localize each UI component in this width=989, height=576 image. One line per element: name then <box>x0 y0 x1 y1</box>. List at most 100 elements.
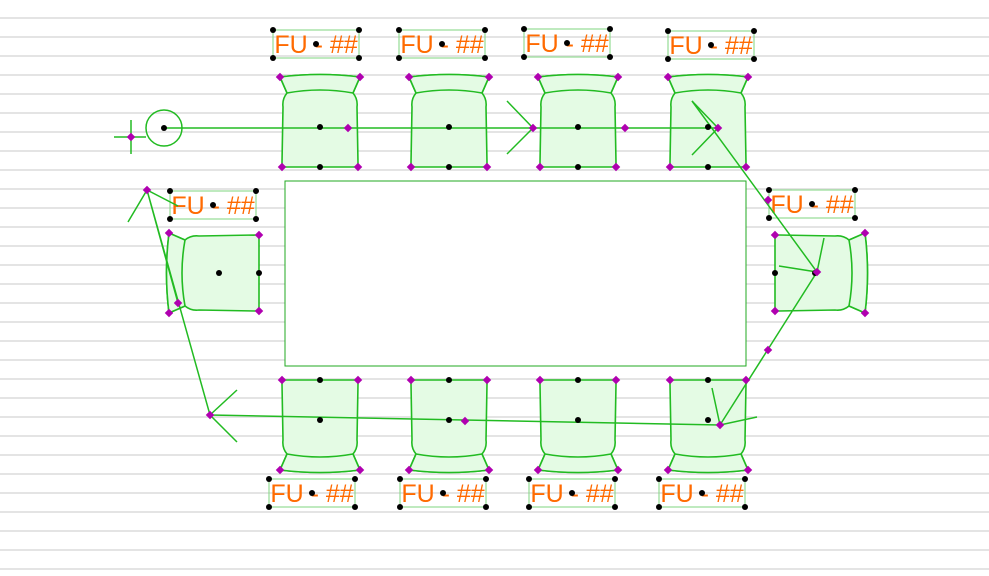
node-point[interactable] <box>216 270 222 276</box>
node-point[interactable] <box>256 270 262 276</box>
node-point[interactable] <box>705 164 711 170</box>
table[interactable] <box>284 180 747 367</box>
hotspot[interactable] <box>343 123 353 133</box>
node-point[interactable] <box>483 504 489 510</box>
hotspot[interactable] <box>763 345 773 355</box>
hotspot[interactable] <box>715 420 725 430</box>
hotspot[interactable] <box>482 162 492 172</box>
hotspot[interactable] <box>205 410 215 420</box>
chair[interactable] <box>774 231 869 315</box>
node-point[interactable] <box>317 377 323 383</box>
node-point[interactable] <box>699 490 705 496</box>
hotspot[interactable] <box>126 132 136 142</box>
fixture-label[interactable]: FU - ## <box>399 478 487 508</box>
hotspot[interactable] <box>353 375 363 385</box>
node-point[interactable] <box>161 125 167 131</box>
node-point[interactable] <box>397 476 403 482</box>
hotspot[interactable] <box>404 465 414 475</box>
node-point[interactable] <box>852 215 858 221</box>
chair[interactable] <box>278 73 362 168</box>
node-point[interactable] <box>751 56 757 62</box>
node-point[interactable] <box>521 26 527 32</box>
node-point[interactable] <box>482 27 488 33</box>
hotspot[interactable] <box>254 306 264 316</box>
node-point[interactable] <box>569 490 575 496</box>
node-point[interactable] <box>356 27 362 33</box>
node-point[interactable] <box>440 490 446 496</box>
chair[interactable] <box>536 379 620 474</box>
node-point[interactable] <box>266 504 272 510</box>
node-point[interactable] <box>446 417 452 423</box>
node-point[interactable] <box>751 28 757 34</box>
node-point[interactable] <box>705 417 711 423</box>
hotspot[interactable] <box>142 185 152 195</box>
hotspot[interactable] <box>484 465 494 475</box>
node-point[interactable] <box>607 54 613 60</box>
node-point[interactable] <box>253 188 259 194</box>
node-point[interactable] <box>313 41 319 47</box>
hotspot[interactable] <box>484 72 494 82</box>
hotspot[interactable] <box>460 416 470 426</box>
node-point[interactable] <box>270 27 276 33</box>
node-point[interactable] <box>766 215 772 221</box>
node-point[interactable] <box>705 124 711 130</box>
hotspot[interactable] <box>355 72 365 82</box>
chair[interactable] <box>165 231 260 315</box>
node-point[interactable] <box>705 377 711 383</box>
chair[interactable] <box>278 379 362 474</box>
hotspot[interactable] <box>404 72 414 82</box>
node-point[interactable] <box>446 377 452 383</box>
node-point[interactable] <box>266 476 272 482</box>
node-point[interactable] <box>575 164 581 170</box>
node-point[interactable] <box>356 55 362 61</box>
node-point[interactable] <box>526 504 532 510</box>
node-point[interactable] <box>526 476 532 482</box>
hotspot[interactable] <box>812 267 822 277</box>
node-point[interactable] <box>564 40 570 46</box>
node-point[interactable] <box>772 270 778 276</box>
node-point[interactable] <box>575 377 581 383</box>
node-point[interactable] <box>167 188 173 194</box>
hotspot[interactable] <box>535 375 545 385</box>
hotspot[interactable] <box>406 375 416 385</box>
hotspot[interactable] <box>663 465 673 475</box>
chair[interactable] <box>536 73 620 168</box>
hotspot[interactable] <box>665 375 675 385</box>
node-point[interactable] <box>809 201 815 207</box>
hotspot[interactable] <box>254 230 264 240</box>
node-point[interactable] <box>656 476 662 482</box>
node-point[interactable] <box>766 187 772 193</box>
hotspot[interactable] <box>277 162 287 172</box>
node-point[interactable] <box>210 202 216 208</box>
node-point[interactable] <box>483 476 489 482</box>
hotspot[interactable] <box>533 465 543 475</box>
node-point[interactable] <box>317 124 323 130</box>
node-point[interactable] <box>317 417 323 423</box>
hotspot[interactable] <box>173 298 183 308</box>
node-point[interactable] <box>521 54 527 60</box>
node-point[interactable] <box>396 27 402 33</box>
node-point[interactable] <box>397 504 403 510</box>
node-point[interactable] <box>607 26 613 32</box>
node-point[interactable] <box>482 55 488 61</box>
hotspot[interactable] <box>770 306 780 316</box>
node-point[interactable] <box>253 216 259 222</box>
hotspot[interactable] <box>164 308 174 318</box>
node-point[interactable] <box>575 124 581 130</box>
node-point[interactable] <box>309 490 315 496</box>
node-point[interactable] <box>612 504 618 510</box>
hotspot[interactable] <box>353 162 363 172</box>
hotspot[interactable] <box>620 123 630 133</box>
node-point[interactable] <box>852 187 858 193</box>
node-point[interactable] <box>665 28 671 34</box>
chair[interactable] <box>666 379 750 474</box>
node-point[interactable] <box>317 164 323 170</box>
node-point[interactable] <box>270 55 276 61</box>
node-point[interactable] <box>352 476 358 482</box>
node-point[interactable] <box>446 164 452 170</box>
node-point[interactable] <box>665 56 671 62</box>
hotspot[interactable] <box>611 375 621 385</box>
node-point[interactable] <box>742 504 748 510</box>
hotspot[interactable] <box>741 375 751 385</box>
